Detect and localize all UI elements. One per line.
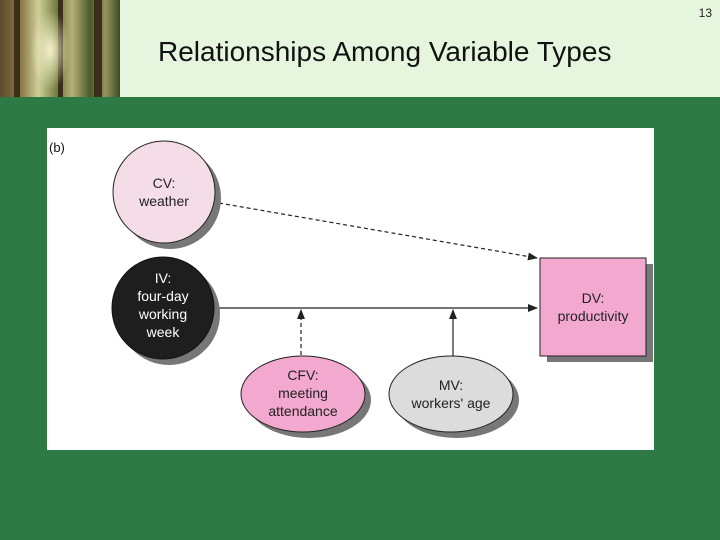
node-cfv: CFV: meeting attendance	[241, 356, 371, 438]
node-cv: CV: weather	[113, 141, 221, 249]
node-mv-line-1: MV:	[439, 377, 463, 393]
node-cv-line-1: CV:	[153, 175, 176, 191]
node-dv-line-1: DV:	[582, 290, 605, 306]
node-cfv-line-3: attendance	[268, 403, 337, 419]
forest-image	[0, 0, 120, 97]
variable-diagram: (b) CV: weather IV: four-day working wee…	[47, 128, 654, 450]
edge-cv-dv	[219, 203, 537, 258]
node-dv: DV: productivity	[540, 258, 653, 362]
slide-title: Relationships Among Variable Types	[158, 36, 611, 68]
slide-number: 13	[699, 6, 712, 20]
node-cfv-line-1: CFV:	[287, 367, 318, 383]
slide-header: 13 Relationships Among Variable Types	[0, 0, 720, 97]
node-mv: MV: workers' age	[389, 356, 519, 438]
node-iv: IV: four-day working week	[112, 257, 220, 365]
node-cv-line-2: weather	[138, 193, 189, 209]
diagram-panel: (b) CV: weather IV: four-day working wee…	[47, 128, 654, 450]
node-dv-line-2: productivity	[558, 308, 629, 324]
node-iv-line-4: week	[146, 324, 181, 340]
node-iv-line-2: four-day	[137, 288, 188, 304]
node-iv-line-1: IV:	[155, 270, 172, 286]
panel-label: (b)	[49, 140, 65, 155]
node-mv-line-2: workers' age	[411, 395, 491, 411]
node-cfv-line-2: meeting	[278, 385, 328, 401]
node-iv-line-3: working	[138, 306, 187, 322]
